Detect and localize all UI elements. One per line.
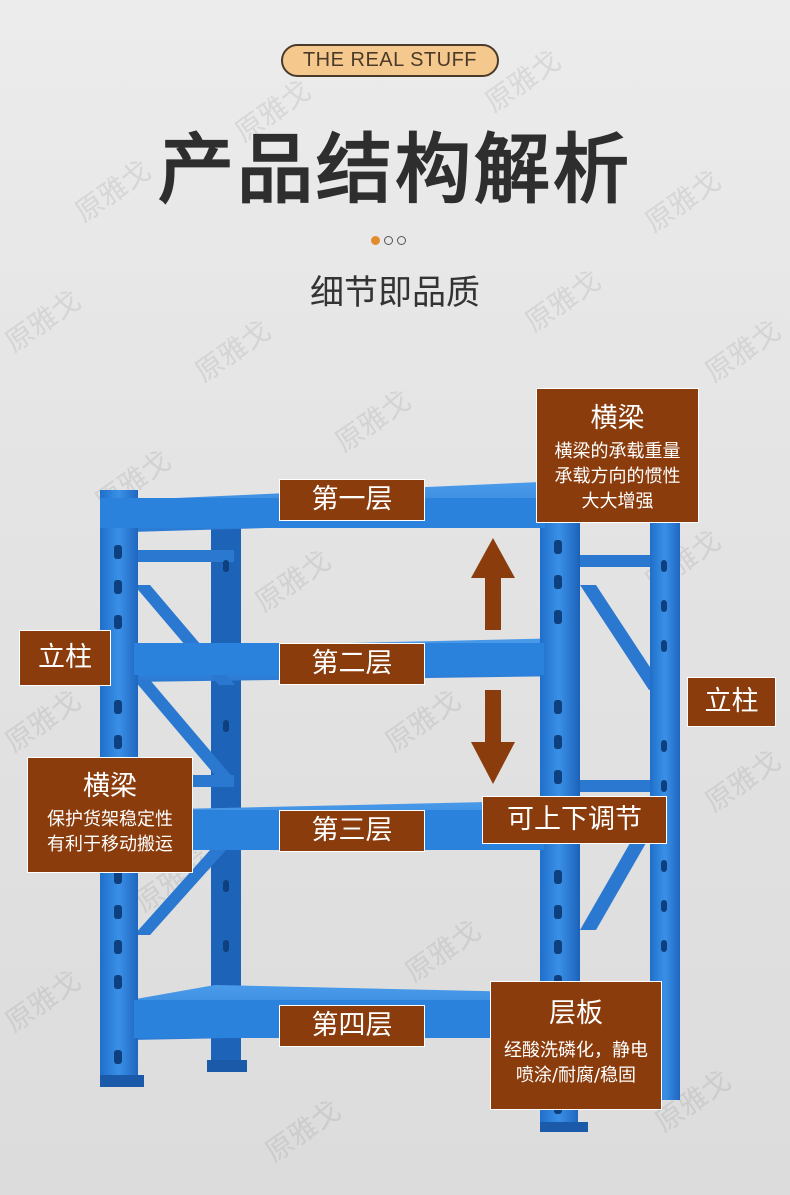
callout-title: 横梁: [590, 403, 645, 434]
callout-title: 层板: [549, 998, 603, 1029]
dot-icon: [371, 236, 380, 245]
brace: [134, 840, 235, 935]
callout-adjustable: 可上下调节: [482, 796, 667, 844]
tier-label-2: 第二层: [279, 643, 425, 685]
side-rail: [134, 550, 234, 562]
brace: [134, 680, 235, 780]
callout-crossbeam-left: 横梁 保护货架稳定性 有利于移动搬运: [27, 757, 193, 873]
callout-shelf-board: 层板 经酸洗磷化，静电 喷涂/耐腐/稳固: [490, 981, 662, 1110]
callout-line: 有利于移动搬运: [47, 834, 173, 855]
callout-post-right: 立柱: [687, 677, 776, 727]
callout-post-left: 立柱: [19, 630, 111, 686]
banner-pill: THE REAL STUFF: [281, 44, 499, 77]
tier-label-3: 第三层: [279, 810, 425, 852]
callout-line: 喷涂/耐腐/稳固: [515, 1065, 637, 1086]
back-left-post: [211, 524, 241, 1064]
page-subtitle: 细节即品质: [310, 273, 480, 313]
callout-line: 大大增强: [581, 491, 654, 512]
dot-icon: [384, 236, 393, 245]
page-title: 产品结构解析: [158, 125, 632, 214]
callout-line: 承载方向的惯性: [554, 466, 681, 487]
side-rail: [580, 555, 670, 567]
arrow-down-icon: [471, 690, 515, 784]
foot: [207, 1060, 247, 1072]
callout-line: 保护货架稳定性: [47, 809, 173, 830]
callout-line: 经酸洗磷化，静电: [504, 1040, 648, 1061]
dot-icon: [397, 236, 406, 245]
tier-label-1: 第一层: [279, 479, 425, 521]
callout-title: 横梁: [83, 771, 137, 802]
brace: [580, 585, 665, 690]
tier-label-4: 第四层: [279, 1005, 425, 1047]
foot: [100, 1075, 144, 1087]
side-rail: [580, 780, 670, 792]
foot: [540, 1122, 588, 1132]
callout-line: 横梁的承载重量: [554, 441, 681, 462]
callout-crossbeam-top: 横梁 横梁的承载重量 承载方向的惯性 大大增强: [536, 388, 699, 523]
arrow-up-icon: [471, 538, 515, 630]
decorative-dots: [371, 230, 419, 245]
